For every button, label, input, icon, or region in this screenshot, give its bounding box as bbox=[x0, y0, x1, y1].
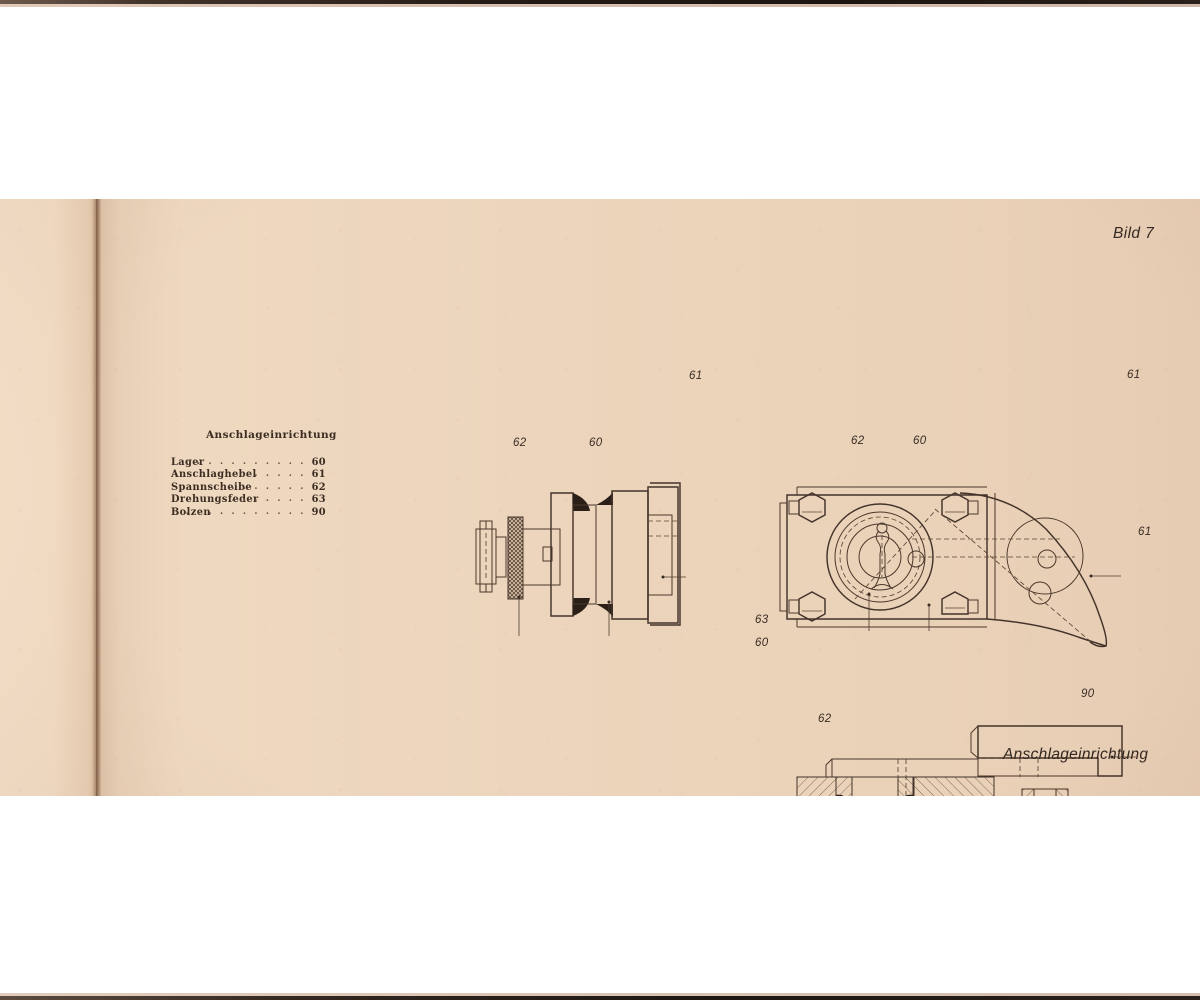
bolt-90 bbox=[1021, 788, 1069, 796]
callout-side-61: 61 bbox=[689, 370, 703, 382]
list-item: Spannscheibe . . . . . . . . 62 bbox=[171, 482, 326, 494]
list-item: Drehungsfeder . . . . . . . 63 bbox=[171, 494, 326, 506]
callout-section-60: 60 bbox=[755, 637, 769, 649]
legend-title: Anschlageinrichtung bbox=[206, 429, 337, 441]
fig-sectional-assembly bbox=[796, 725, 1136, 796]
legend-item-name: Anschlaghebel bbox=[171, 469, 257, 481]
list-item: Bolzen . . . . . . . . . . . 90 bbox=[171, 507, 326, 519]
callout-side-60: 60 bbox=[589, 437, 603, 449]
figure-label: Bild 7 bbox=[1113, 225, 1155, 242]
legend-item-name: Spannscheibe bbox=[171, 481, 252, 493]
fig-side-elevation bbox=[475, 482, 686, 636]
list-item: Anschlaghebel . . . . . . . 61 bbox=[171, 469, 326, 481]
page-top-edge bbox=[0, 0, 1200, 4]
legend-item-number: 90 bbox=[311, 506, 326, 518]
legend-leader-dots: . . . . . . . . . . . bbox=[185, 506, 306, 517]
legend-item-number: 62 bbox=[311, 481, 326, 493]
page-top-edge-shadow bbox=[0, 4, 1200, 7]
legend-item-name: Lager bbox=[171, 457, 205, 468]
callout-section-63: 63 bbox=[755, 614, 769, 626]
left-page bbox=[0, 199, 96, 796]
legend-item-name: Drehungsfeder bbox=[171, 494, 259, 506]
legend-list: Lager . . . . . . . . . . . 60 Anschlagh… bbox=[171, 457, 326, 519]
technical-drawings bbox=[475, 482, 1136, 796]
callout-section-62: 62 bbox=[818, 713, 832, 725]
fig-plan-view bbox=[779, 486, 1121, 648]
legend-item-number: 63 bbox=[311, 494, 326, 506]
callout-side-62: 62 bbox=[513, 437, 527, 449]
legend-item-number: 60 bbox=[311, 457, 326, 468]
legend-leader-dots: . . . . . . . . bbox=[220, 481, 306, 492]
legend-leader-dots: . . . . . . . bbox=[231, 494, 306, 505]
page-bottom-edge-shadow bbox=[0, 993, 1200, 996]
legend-item-name: Bolzen bbox=[171, 506, 211, 518]
list-item: Lager . . . . . . . . . . . 60 bbox=[171, 457, 326, 469]
callout-plan-60: 60 bbox=[913, 435, 927, 447]
legend-item-number: 61 bbox=[311, 469, 326, 481]
callout-section-90: 90 bbox=[1081, 688, 1095, 700]
callout-plan-61: 61 bbox=[1127, 369, 1141, 381]
binding-fold-line bbox=[96, 199, 97, 796]
callout-section-61: 61 bbox=[1138, 526, 1152, 538]
page-bottom-edge bbox=[0, 996, 1200, 1000]
callout-plan-62: 62 bbox=[851, 435, 865, 447]
legend-leader-dots: . . . . . . . bbox=[231, 469, 306, 480]
figure-caption: Anschlageinrichtung bbox=[1003, 746, 1149, 763]
legend-leader-dots: . . . . . . . . . . . bbox=[185, 457, 306, 467]
